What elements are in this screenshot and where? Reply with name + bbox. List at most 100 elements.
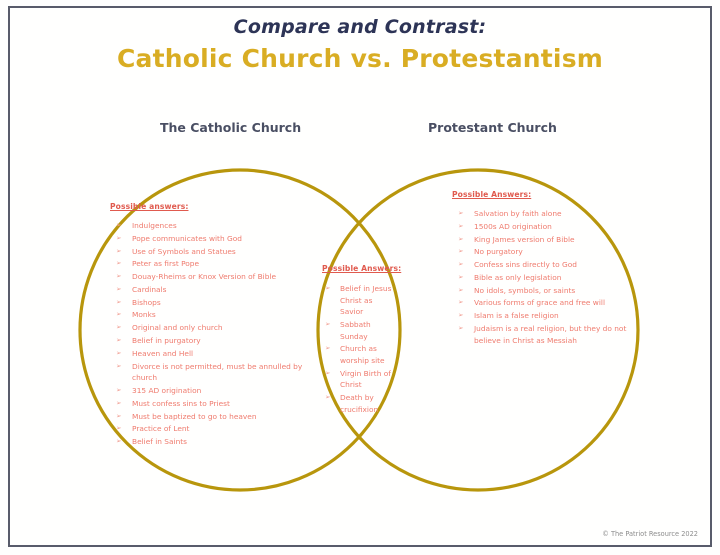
answer-list-item: ➢ Practice of Lent (110, 423, 320, 435)
answer-list-item: ➢ King James version of Bible (452, 234, 652, 246)
arrow-bullet-icon: ➢ (458, 221, 464, 230)
arrow-bullet-icon: ➢ (116, 310, 122, 319)
answer-list-item: ➢ Bible as only legislation (452, 272, 652, 284)
answer-text: Various forms of grace and free will (474, 298, 606, 308)
answer-list-item: ➢ Original and only church (110, 322, 320, 334)
arrow-bullet-icon: ➢ (325, 319, 331, 328)
answer-text: Must be baptized to go to heaven (132, 411, 257, 421)
center-answers-list: ➢ Belief in Jesus Christ as Savior ➢ Sabbat… (322, 283, 396, 415)
answer-text: Must confess sins to Priest (132, 398, 230, 408)
answer-list-item: ➢Indulgences (110, 220, 320, 232)
answer-list-item: ➢ Bishops (110, 297, 320, 309)
answer-list-item: ➢Heaven and Hell (110, 348, 320, 360)
answer-list-item: ➢ Belief in purgatory (110, 335, 320, 347)
answer-text: Virgin Birth of Christ (340, 368, 391, 390)
answer-list-item: ➢Douay-Rheims or Knox Version of Bible (110, 271, 320, 283)
answer-list-item: ➢ Virgin Birth of Christ (322, 368, 396, 391)
answer-list-item: ➢Pope communicates with God (110, 233, 320, 245)
answer-list-item: ➢ Various forms of grace and free will (452, 297, 652, 309)
arrow-bullet-icon: ➢ (458, 298, 464, 307)
answer-text: Bible as only legislation (474, 272, 562, 282)
arrow-bullet-icon: ➢ (116, 323, 122, 332)
answer-text: Pope communicates with God (132, 233, 242, 243)
copyright-footer: © The Patriot Resource 2022 (602, 530, 698, 538)
arrow-bullet-icon: ➢ (458, 247, 464, 256)
arrow-bullet-icon: ➢ (116, 361, 122, 370)
arrow-bullet-icon: ➢ (458, 285, 464, 294)
answer-text: Monks (132, 310, 156, 320)
answer-list-item: ➢ 315 AD origination (110, 385, 320, 397)
answer-list-item: ➢ Peter as first Pope (110, 258, 320, 270)
answer-text: No purgatory (474, 247, 523, 257)
left-answers-heading: Possible answers: (110, 202, 189, 211)
answer-list-item: ➢ Must confess sins to Priest (110, 398, 320, 410)
answer-list-item: ➢Use of Symbols and Statues (110, 246, 320, 258)
arrow-bullet-icon: ➢ (458, 311, 464, 320)
answer-list-item: ➢ Must be baptized to go to heaven (110, 411, 320, 423)
right-answers-heading: Possible Answers: (452, 190, 532, 199)
arrow-bullet-icon: ➢ (116, 348, 122, 357)
arrow-bullet-icon: ➢ (458, 260, 464, 269)
arrow-bullet-icon: ➢ (458, 324, 464, 333)
answer-list-item: ➢ No idols, symbols, or saints (452, 285, 652, 297)
answer-text: 315 AD origination (132, 385, 202, 395)
arrow-bullet-icon: ➢ (116, 385, 122, 394)
arrow-bullet-icon: ➢ (325, 284, 331, 292)
answer-list-item: ➢ Confess sins directly to God (452, 259, 652, 271)
answer-text: No idols, symbols, or saints (474, 285, 576, 295)
answer-list-item: ➢ Belief in Saints (110, 436, 320, 448)
arrow-bullet-icon: ➢ (116, 411, 122, 420)
answer-text: Practice of Lent (132, 424, 190, 434)
left-answers-list: ➢Indulgences➢Pope communicates with God➢… (110, 220, 320, 448)
answer-text: Cardinals (132, 284, 167, 294)
answer-list-item: ➢ Belief in Jesus Christ as Savior (322, 283, 396, 318)
right-answers-list: ➢ Salvation by faith alone ➢ 1500s AD origi… (452, 208, 652, 346)
answer-list-item: ➢ Islam is a false religion (452, 310, 652, 322)
arrow-bullet-icon: ➢ (116, 259, 122, 268)
arrow-bullet-icon: ➢ (458, 272, 464, 281)
arrow-bullet-icon: ➢ (116, 284, 122, 293)
answer-text: Church as worship site (340, 344, 385, 365)
answer-text: Divorce is not permitted, must be annull… (132, 361, 303, 383)
answer-text: Death by crucifixion (340, 393, 379, 414)
answer-list-item: ➢ Salvation by faith alone (452, 208, 652, 220)
answer-text: Belief in purgatory (132, 336, 201, 346)
arrow-bullet-icon: ➢ (458, 234, 464, 243)
answer-list-item: ➢ Sabbath Sunday (322, 319, 396, 342)
answer-text: Bishops (132, 297, 161, 307)
arrow-bullet-icon: ➢ (325, 368, 331, 377)
arrow-bullet-icon: ➢ (325, 344, 331, 353)
answer-text: Original and only church (132, 323, 223, 333)
answer-text: King James version of Bible (474, 234, 575, 244)
right-answers-block: Possible Answers: ➢ Salvation by faith al… (452, 190, 652, 347)
arrow-bullet-icon: ➢ (116, 336, 122, 345)
arrow-bullet-icon: ➢ (116, 272, 122, 281)
arrow-bullet-icon: ➢ (116, 424, 122, 433)
answer-text: Islam is a false religion (474, 311, 559, 321)
answer-list-item: ➢ Divorce is not permitted, must be annul… (110, 361, 320, 384)
arrow-bullet-icon: ➢ (458, 209, 464, 217)
right-circle-caption: Protestant Church (428, 120, 557, 135)
arrow-bullet-icon: ➢ (116, 398, 122, 407)
answer-list-item: ➢ Monks (110, 309, 320, 321)
arrow-bullet-icon: ➢ (116, 221, 122, 229)
center-answers-block: Possible Answers: ➢Belief in Jesus Chris… (322, 264, 401, 416)
answer-text: Sabbath Sunday (340, 319, 371, 341)
answer-text: Belief in Saints (132, 437, 188, 447)
answer-text: Confess sins directly to God (474, 260, 577, 270)
answer-text: Peter as first Pope (132, 259, 200, 269)
answer-list-item: ➢Death by crucifixion (322, 392, 396, 415)
arrow-bullet-icon: ➢ (116, 297, 122, 306)
answer-text: 1500s AD origination (474, 221, 552, 231)
answer-list-item: ➢ Cardinals (110, 284, 320, 296)
answer-list-item: ➢ Church as worship site (322, 343, 396, 366)
arrow-bullet-icon: ➢ (116, 437, 122, 446)
answer-text: Judaism is a real religion, but they do … (474, 324, 627, 345)
answer-text: Salvation by faith alone (474, 209, 562, 218)
right-circle (316, 168, 640, 492)
answer-text: Belief in Jesus Christ as Savior (340, 284, 392, 317)
left-circle (78, 168, 402, 492)
arrow-bullet-icon: ➢ (116, 246, 122, 255)
